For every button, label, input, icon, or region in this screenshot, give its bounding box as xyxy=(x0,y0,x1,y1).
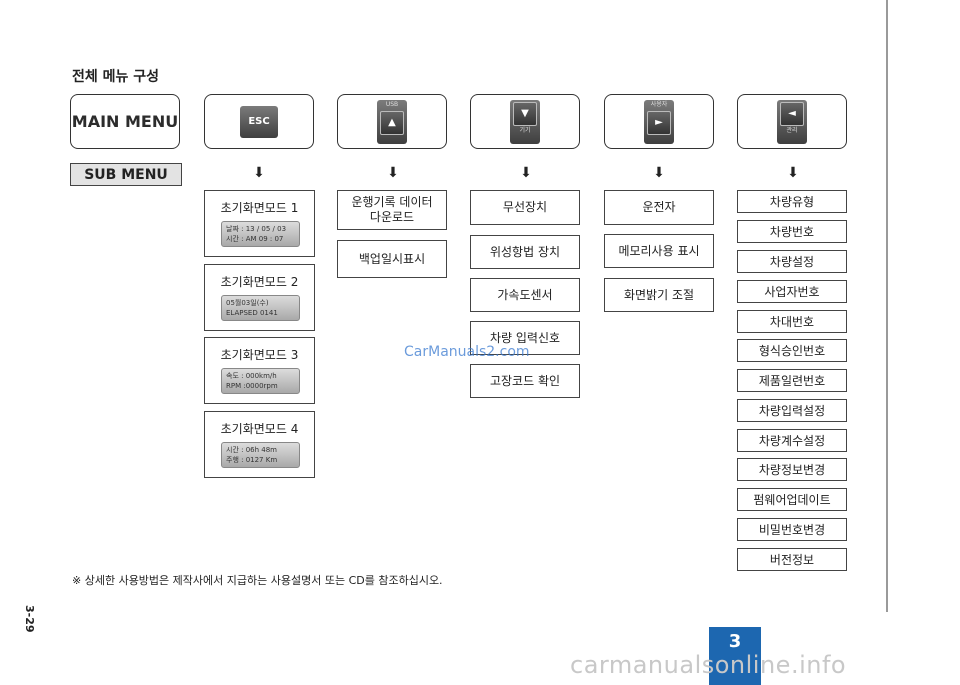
menu-item: 차량유형 xyxy=(737,190,847,213)
sub-menu-label: SUB MENU xyxy=(70,163,182,186)
mode-box: 초기화면모드 2 05월03일(수) ELAPSED 0141 xyxy=(204,264,315,331)
menu-item: 가속도센서 xyxy=(470,278,580,312)
menu-item: 화면밝기 조절 xyxy=(604,278,714,312)
lcd-line: 주행 : 0127 Km xyxy=(226,456,278,464)
menu-item: 차량 입력신호 xyxy=(470,321,580,355)
menu-item: 비밀번호변경 xyxy=(737,518,847,541)
down-arrow-icon: ⬇ xyxy=(520,165,532,181)
menu-item: 차량입력설정 xyxy=(737,399,847,422)
down-arrow-icon: ▼ xyxy=(513,101,537,126)
mode-box: 초기화면모드 1 날짜 : 13 / 05 / 03 시간 : AM 09 : … xyxy=(204,190,315,257)
esc-key: ESC xyxy=(240,105,278,138)
menu-item: 차량계수설정 xyxy=(737,429,847,452)
menu-item: 차량번호 xyxy=(737,220,847,243)
down-arrow-icon: ⬇ xyxy=(787,165,799,181)
lcd-display: 05월03일(수) ELAPSED 0141 xyxy=(221,295,300,321)
menu-item: 차량정보변경 xyxy=(737,458,847,481)
admin-key: ◄ 관리 xyxy=(777,99,807,144)
menu-item: 차대번호 xyxy=(737,310,847,333)
down-key-caption: 기기 xyxy=(519,126,531,134)
admin-key-box: ◄ 관리 xyxy=(737,94,847,149)
usb-key: USB ▲ xyxy=(377,99,407,144)
menu-item: 운전자 xyxy=(604,190,714,225)
menu-item: 메모리사용 표시 xyxy=(604,234,714,268)
lcd-line: 시간 : 06h 48m xyxy=(226,446,277,454)
menu-item: 위성항법 장치 xyxy=(470,235,580,269)
menu-item: 제품일련번호 xyxy=(737,369,847,392)
driver-key-caption: 사용자 xyxy=(650,100,668,108)
down-arrow-icon: ⬇ xyxy=(653,165,665,181)
page-title: 전체 메뉴 구성 xyxy=(72,69,160,85)
chapter-tab: 3 xyxy=(709,627,761,685)
watermark: CarManuals2.com xyxy=(404,344,530,360)
menu-item: 고장코드 확인 xyxy=(470,364,580,398)
mode-label: 초기화면모드 3 xyxy=(220,348,299,362)
left-arrow-icon: ◄ xyxy=(780,101,804,126)
mode-box: 초기화면모드 4 시간 : 06h 48m 주행 : 0127 Km xyxy=(204,411,315,478)
driver-key-box: 사용자 ► xyxy=(604,94,714,149)
footer-watermark: carmanualsonline.info xyxy=(570,651,847,679)
lcd-line: RPM :0000rpm xyxy=(226,382,278,390)
down-key-box: ▼ 기기 xyxy=(470,94,580,149)
down-key: ▼ 기기 xyxy=(510,99,540,144)
lcd-display: 속도 : 000km/h RPM :0000rpm xyxy=(221,368,300,394)
menu-item: 버전정보 xyxy=(737,548,847,571)
esc-key-box: ESC xyxy=(204,94,314,149)
down-arrow-icon: ⬇ xyxy=(253,165,265,181)
mode-label: 초기화면모드 1 xyxy=(220,201,299,215)
lcd-display: 시간 : 06h 48m 주행 : 0127 Km xyxy=(221,442,300,468)
page-number: 3-29 xyxy=(23,605,36,633)
mode-label: 초기화면모드 4 xyxy=(220,422,299,436)
down-arrow-icon: ⬇ xyxy=(387,165,399,181)
main-menu-box: MAIN MENU xyxy=(70,94,180,149)
up-arrow-icon: ▲ xyxy=(380,110,404,135)
menu-item: 차량설정 xyxy=(737,250,847,273)
margin-rule xyxy=(886,0,888,612)
lcd-line: ELAPSED 0141 xyxy=(226,309,278,317)
usb-key-box: USB ▲ xyxy=(337,94,447,149)
menu-item: 펌웨어업데이트 xyxy=(737,488,847,511)
lcd-line: 05월03일(수) xyxy=(226,299,269,307)
driver-key: 사용자 ► xyxy=(644,99,674,144)
mode-box: 초기화면모드 3 속도 : 000km/h RPM :0000rpm xyxy=(204,337,315,404)
footnote: ※ 상세한 사용방법은 제작사에서 지급하는 사용설명서 또는 CD를 참조하십… xyxy=(72,574,443,587)
lcd-line: 날짜 : 13 / 05 / 03 xyxy=(226,225,287,233)
menu-item: 무선장치 xyxy=(470,190,580,225)
mode-label: 초기화면모드 2 xyxy=(220,275,299,289)
lcd-line: 시간 : AM 09 : 07 xyxy=(226,235,284,243)
right-arrow-icon: ► xyxy=(647,110,671,135)
usb-key-caption: USB xyxy=(385,100,399,108)
admin-key-caption: 관리 xyxy=(786,126,798,134)
menu-item: 백업일시표시 xyxy=(337,240,447,278)
menu-item: 사업자번호 xyxy=(737,280,847,303)
menu-item: 형식승인번호 xyxy=(737,339,847,362)
lcd-display: 날짜 : 13 / 05 / 03 시간 : AM 09 : 07 xyxy=(221,221,300,247)
menu-item: 운행기록 데이터 다운로드 xyxy=(337,190,447,230)
lcd-line: 속도 : 000km/h xyxy=(226,372,277,380)
